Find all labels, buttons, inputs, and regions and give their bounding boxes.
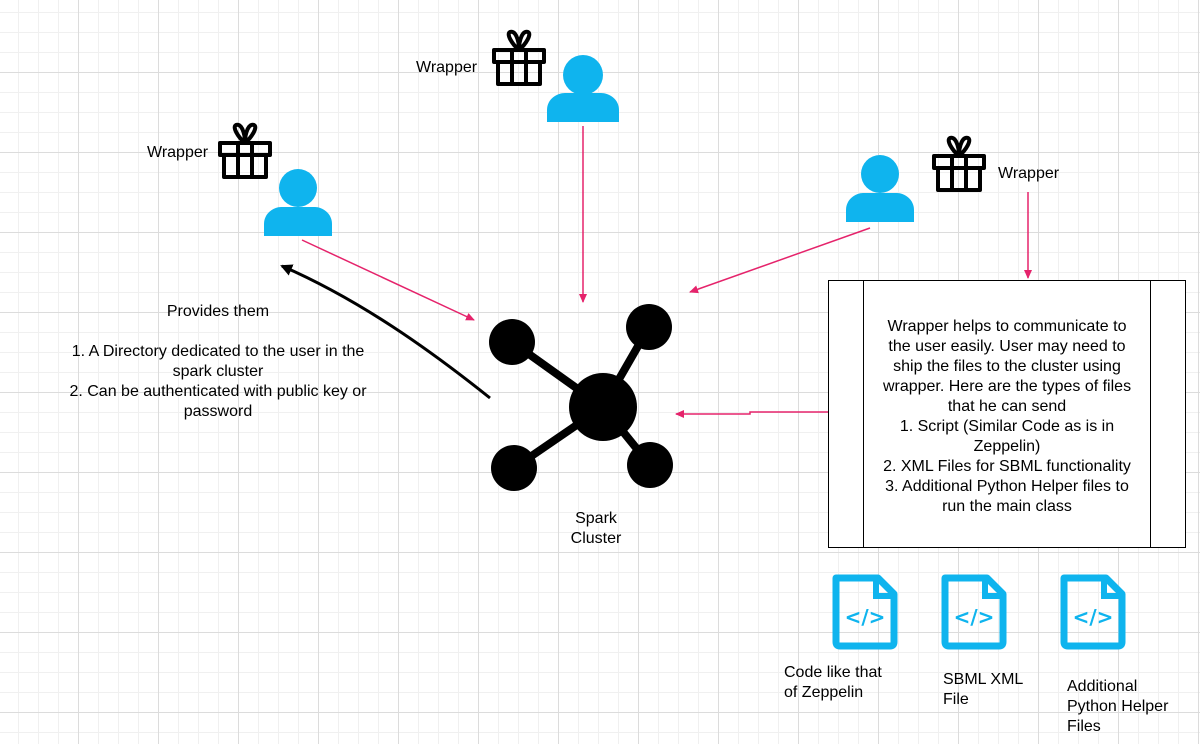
arrow-left-user-to-cluster <box>301 239 475 321</box>
file-label-sbml: SBML XML File <box>943 671 1024 708</box>
provides-title: Provides them <box>166 303 270 320</box>
wrapper-label-right: Wrapper <box>998 165 1060 182</box>
provides-item-2: 2. Can be authenticated with public key … <box>69 383 367 400</box>
provides-text-block: Provides them 1. A Directory dedicated t… <box>48 302 388 422</box>
svg-text:</>: </> <box>845 605 886 629</box>
arrow-right-user-to-cluster <box>689 227 871 294</box>
user-icon-top <box>547 55 619 122</box>
wrapper-label-left: Wrapper <box>147 144 209 161</box>
wrapper-label-top: Wrapper <box>416 59 478 76</box>
provides-item-2b: password <box>183 403 253 420</box>
gift-icon-top <box>492 29 546 86</box>
svg-text:</>: </> <box>1073 605 1114 629</box>
code-file-icon: </> <box>941 574 1007 650</box>
svg-text:</>: </> <box>954 605 995 629</box>
user-icon-right <box>846 155 914 222</box>
gift-icon-left <box>218 122 272 179</box>
provides-item-1: 1. A Directory dedicated to the user in … <box>71 343 365 360</box>
spark-cluster-label: Spark Cluster <box>570 510 622 547</box>
code-file-icon: </> <box>1060 574 1126 650</box>
spark-cluster-hub-icon <box>489 304 673 491</box>
arrow-box-to-cluster <box>675 410 828 418</box>
file-label-code: Code like that of Zeppelin <box>784 664 882 701</box>
user-icon-left <box>264 169 332 236</box>
code-file-icon: </> <box>832 574 898 650</box>
gift-icon-right <box>932 135 986 192</box>
provides-item-1b: spark cluster <box>172 363 264 380</box>
wrapper-description-text: Wrapper helps to communicate to the user… <box>882 318 1132 515</box>
file-label-python: Additional Python Helper Files <box>1067 678 1169 735</box>
wrapper-description-box: Wrapper helps to communicate to the user… <box>828 280 1186 548</box>
arrow-cluster-to-left-user <box>280 264 491 400</box>
